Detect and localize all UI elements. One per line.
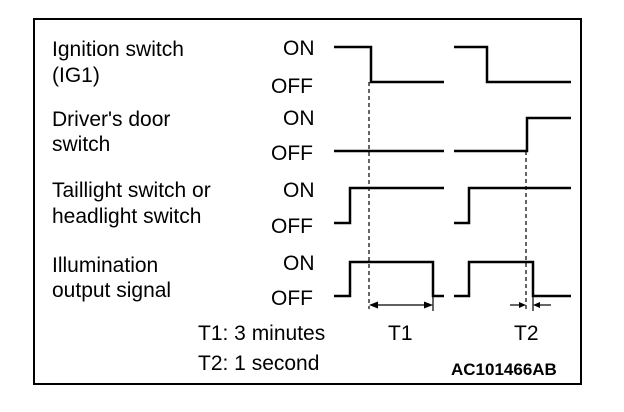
row-label-line2: output signal [52, 279, 171, 302]
door-switch-signal-trace [334, 116, 571, 153]
t1-label: T1 [388, 322, 413, 345]
row-label-line1: Taillight switch or [52, 179, 211, 202]
off-level-label: OFF [271, 142, 313, 165]
row-label-line1: Driver's door [52, 108, 170, 131]
t2-definition: T2: 1 second [198, 352, 319, 375]
row-label-line2: (IG1) [52, 64, 100, 87]
diagram-frame [33, 18, 582, 385]
taillight-signal-trace [334, 186, 571, 225]
row-taillight-headlight-switch: Taillight switch or headlight switch ON … [52, 179, 571, 238]
t2-right-arrowhead [533, 302, 540, 308]
t2-left-arrowhead [519, 302, 526, 308]
off-level-label: OFF [271, 215, 313, 238]
t1-definition: T1: 3 minutes [198, 322, 325, 345]
row-illumination-output-signal: Illumination output signal ON OFF [52, 252, 571, 310]
row-ignition-switch: Ignition switch (IG1) ON OFF [52, 37, 571, 98]
on-level-label: ON [283, 37, 315, 60]
off-level-label: OFF [271, 287, 313, 310]
row-label-line1: Illumination [52, 254, 158, 277]
illumination-signal-trace [334, 260, 571, 298]
t2-interval-marker: T2 [510, 296, 551, 345]
t1-left-arrowhead [369, 301, 378, 309]
ignition-signal-trace [334, 45, 571, 84]
t2-label: T2 [514, 322, 539, 345]
row-label-line2: headlight switch [52, 205, 201, 228]
on-level-label: ON [283, 179, 315, 202]
on-level-label: ON [283, 252, 315, 275]
off-level-label: OFF [271, 75, 313, 98]
t1-interval-marker: T1 [369, 296, 434, 345]
on-level-label: ON [283, 107, 315, 130]
figure-code: AC101466AB [451, 360, 557, 379]
row-drivers-door-switch: Driver's door switch ON OFF [52, 107, 571, 165]
t1-right-arrowhead [424, 301, 433, 309]
row-label-line1: Ignition switch [52, 38, 184, 61]
row-label-line2: switch [52, 133, 110, 156]
